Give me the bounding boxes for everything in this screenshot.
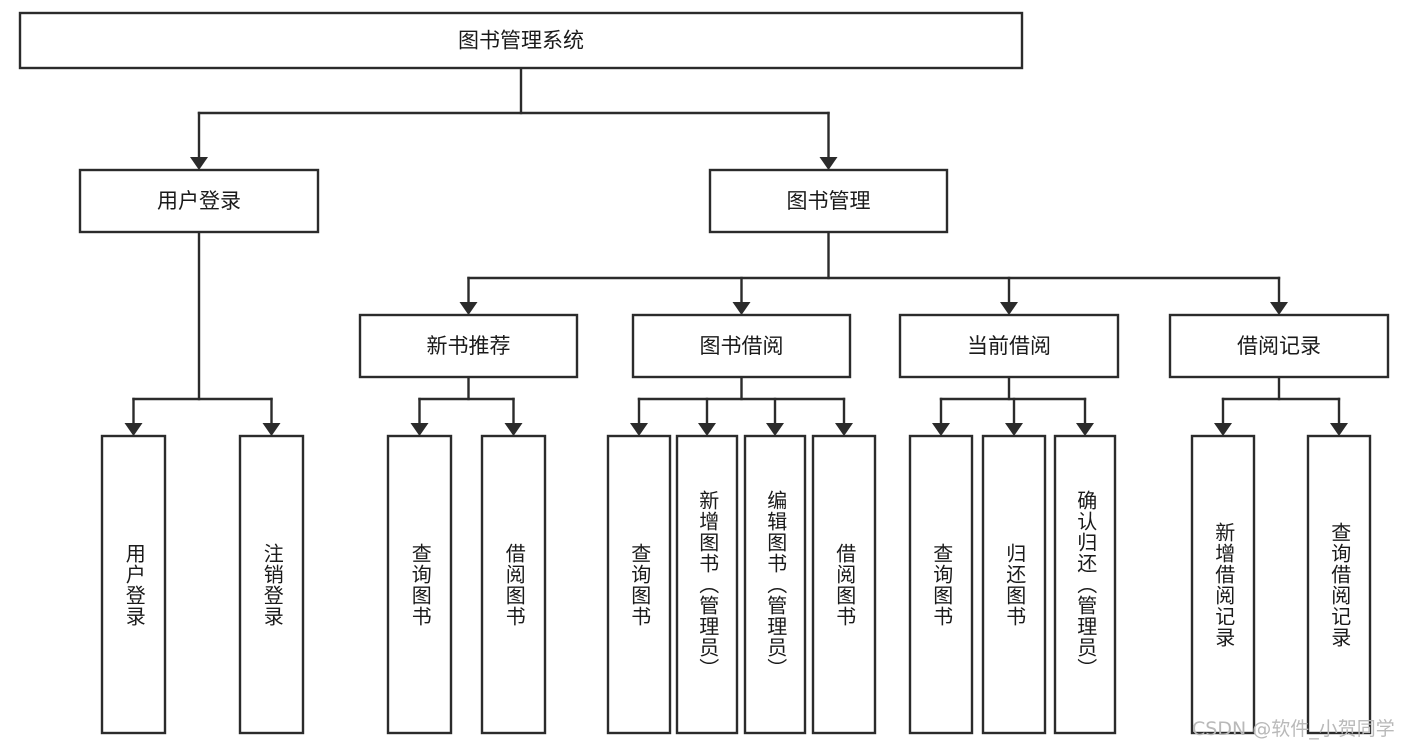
arrow-head-leaf-confirm-return	[1076, 423, 1094, 436]
node-box-leaf-borrow-book-rec[interactable]	[480, 434, 547, 735]
node-box-root[interactable]	[18, 11, 1024, 70]
edges-layer	[124, 66, 1348, 436]
node-box-leaf-user-logout[interactable]	[238, 434, 305, 735]
arrow-head-leaf-query-book-rec	[410, 423, 429, 436]
node-box-leaf-query-book-cur[interactable]	[908, 434, 974, 735]
node-box-leaf-edit-book[interactable]	[743, 434, 807, 735]
arrow-head-leaf-query-book-borrow	[630, 423, 648, 436]
node-box-leaf-query-book-borrow[interactable]	[606, 434, 672, 735]
boxes-layer	[18, 11, 1390, 735]
node-label-borrow-record: 借阅记录	[1237, 334, 1321, 358]
arrow-head-leaf-borrow-book-rec	[504, 423, 523, 436]
node-box-book-borrow[interactable]	[631, 313, 852, 379]
node-box-current-borrow[interactable]	[898, 313, 1120, 379]
arrow-head-leaf-add-record	[1214, 423, 1232, 436]
arrow-head-borrow-record	[1270, 302, 1288, 315]
node-box-leaf-return-book[interactable]	[981, 434, 1047, 735]
csdn-watermark: CSDN @软件_小贺同学	[1192, 718, 1395, 740]
node-box-book-manage[interactable]	[708, 168, 949, 234]
arrow-head-leaf-query-record	[1330, 423, 1348, 436]
node-box-leaf-query-book-rec[interactable]	[386, 434, 453, 735]
arrow-head-leaf-borrow-book	[835, 423, 853, 436]
node-box-leaf-borrow-book[interactable]	[811, 434, 877, 735]
arrow-head-book-borrow	[732, 302, 751, 315]
node-label-book-manage: 图书管理	[787, 189, 871, 213]
node-label-book-borrow: 图书借阅	[700, 334, 784, 358]
arrow-head-user-login	[190, 157, 208, 170]
node-label-user-login: 用户登录	[157, 189, 241, 213]
node-label-new-book-recommend: 新书推荐	[427, 334, 511, 358]
arrow-head-leaf-user-logout	[262, 423, 281, 436]
arrow-head-leaf-user-login	[124, 423, 143, 436]
arrow-head-leaf-query-book-cur	[932, 423, 950, 436]
node-label-current-borrow: 当前借阅	[967, 334, 1051, 358]
arrow-head-current-borrow	[1000, 302, 1018, 315]
node-box-leaf-user-login[interactable]	[100, 434, 167, 735]
arrow-head-leaf-add-book	[698, 423, 716, 436]
arrow-head-leaf-return-book	[1005, 423, 1023, 436]
node-box-user-login[interactable]	[78, 168, 320, 234]
arrow-head-leaf-edit-book	[766, 423, 784, 436]
node-box-borrow-record[interactable]	[1168, 313, 1390, 379]
node-label-root: 图书管理系统	[458, 29, 584, 53]
node-box-new-book-recommend[interactable]	[358, 313, 579, 379]
node-box-leaf-query-record[interactable]	[1306, 434, 1372, 735]
node-box-leaf-confirm-return[interactable]	[1053, 434, 1117, 735]
node-box-leaf-add-book[interactable]	[675, 434, 739, 735]
arrow-head-new-book-recommend	[459, 302, 478, 315]
arrow-head-book-manage	[819, 157, 838, 170]
node-box-leaf-add-record[interactable]	[1190, 434, 1256, 735]
